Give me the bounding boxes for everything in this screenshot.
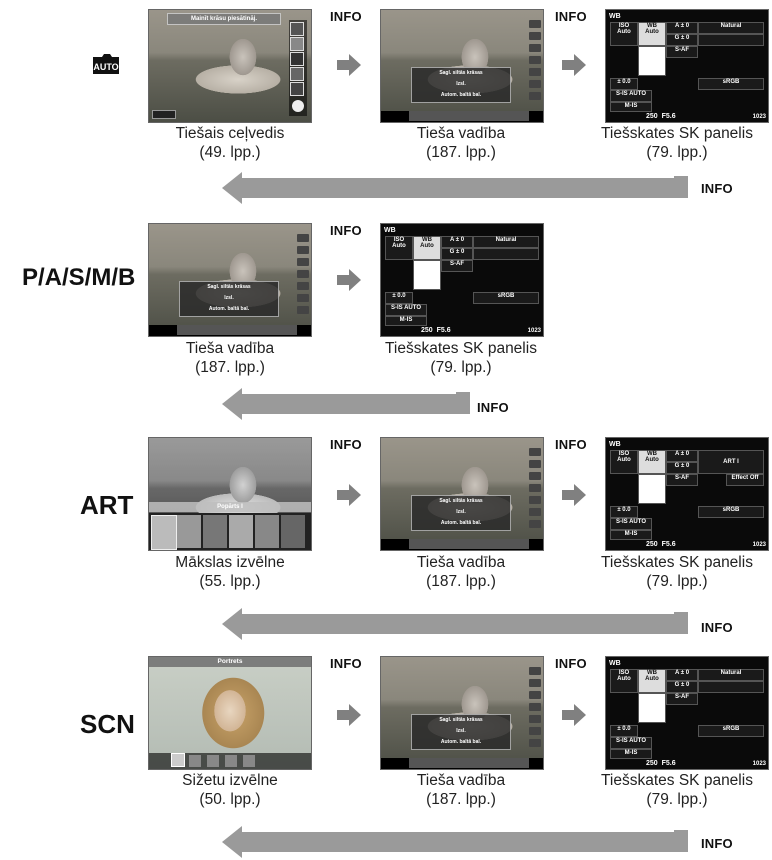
info-label: INFO [555,9,587,24]
info-label: INFO [330,656,362,671]
sk-g: G ± 0 [666,34,698,46]
direct-text-2: Izsl. [412,79,510,90]
screen-live-guide: Mainīt krāsu piesātināj. [148,9,312,123]
info-label: INFO [701,620,733,635]
auto-mode-icon: AUTO [90,53,122,75]
direct-text-3: Autom. baltā bal. [412,90,510,101]
caption: Tieša vadība(187. lpp.) [130,339,330,377]
right-arrow-icon [562,483,586,507]
sk-mis: M-IS [610,102,652,112]
scene-banner: Portrets [149,657,311,667]
sk-art-mode: ART I [698,450,764,474]
info-label: INFO [555,437,587,452]
screen-direct-control: Sagl. siltās krāsas Izsl. Autom. baltā b… [380,9,544,123]
sk-effect: Effect Off [726,474,764,486]
caption: Tieša vadība(187. lpp.) [361,124,561,162]
right-arrow-icon [337,268,361,292]
caption: Mākslas izvēlne(55. lpp.) [130,553,330,591]
sk-exp: ± 0.0 [610,78,638,90]
sk-a: A ± 0 [666,22,698,34]
sk-wb: WB [609,13,621,20]
caption: Tieša vadība(187. lpp.) [361,553,561,591]
caption: Tiešais ceļvedis(49. lpp.) [130,124,330,162]
info-label: INFO [701,181,733,196]
right-arrow-icon [337,703,361,727]
sk-wb-auto: Auto [645,29,659,35]
info-label: INFO [330,437,362,452]
right-arrow-icon [562,703,586,727]
return-arrow-icon [222,164,690,204]
sk-saf: S-AF [666,46,698,58]
caption: Tiešskates SK panelis(79. lpp.) [582,124,772,162]
sk-sis: S-IS AUTO [610,90,652,102]
return-arrow-icon [222,818,690,858]
sk-picture: Natural [698,22,764,34]
caption: Tiešskates SK panelis(79. lpp.) [361,339,561,377]
caption: Sižetu izvēlne(50. lpp.) [130,771,330,809]
return-arrow-icon [222,600,690,640]
direct-text-1: Sagl. siltās krāsas [412,68,510,79]
info-label: INFO [330,9,362,24]
right-arrow-icon [337,483,361,507]
art-banner: Popārts I [149,502,311,512]
live-guide-banner: Mainīt krāsu piesātināj. [167,13,281,25]
auto-mode-text: AUTO [93,62,118,72]
mode-label-art: ART [80,490,133,521]
sk-srgb: sRGB [698,78,764,90]
right-arrow-icon [562,53,586,77]
sk-shutter: 250 [646,113,658,120]
info-label: INFO [477,400,509,415]
caption: Tiešskates SK panelis(79. lpp.) [582,553,772,591]
caption: Tieša vadība(187. lpp.) [361,771,561,809]
return-arrow-icon [222,380,472,420]
mode-label-pasmb: P/A/S/M/B [22,264,135,292]
screen-scene-menu: Portrets [148,656,312,770]
right-arrow-icon [337,53,361,77]
info-label: INFO [330,223,362,238]
sk-iso-auto: Auto [617,29,631,35]
sk-count: 1023 [753,114,766,120]
caption: Tiešskates SK panelis(79. lpp.) [582,771,772,809]
info-label: INFO [701,836,733,851]
mode-label-scn: SCN [80,709,135,740]
screen-art-menu: Popārts I [148,437,312,551]
sk-fnum: F5.6 [662,113,676,120]
info-label: INFO [555,656,587,671]
